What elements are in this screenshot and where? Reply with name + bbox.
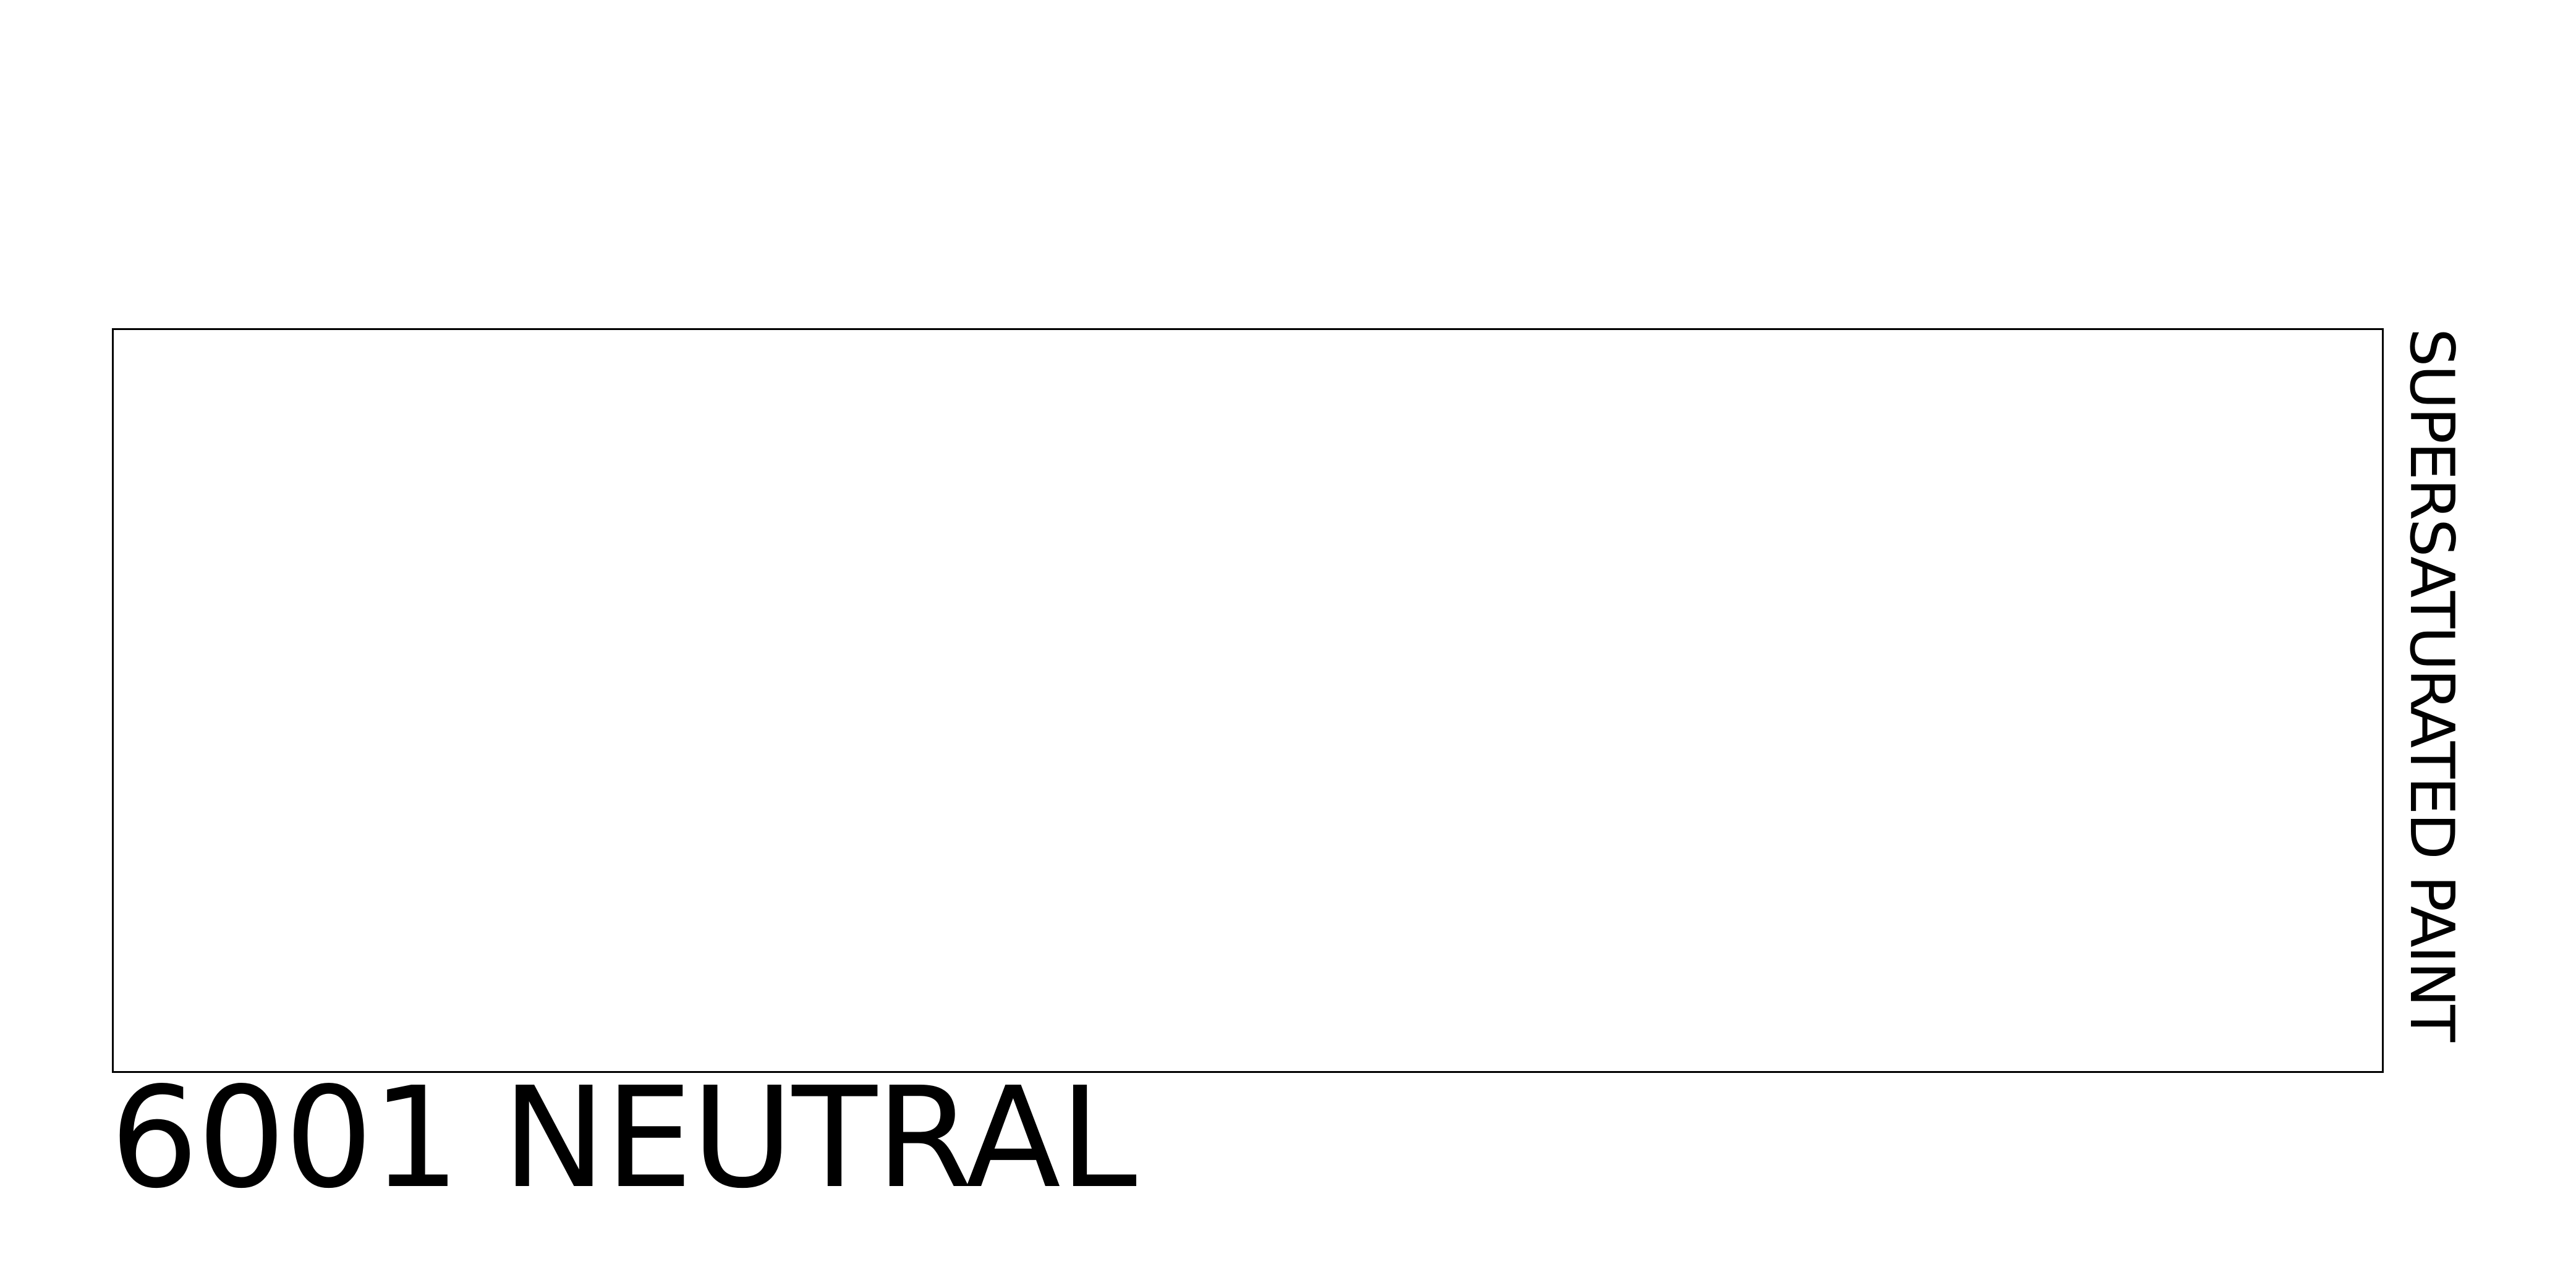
color-name-label: 6001 NEUTRAL	[110, 1057, 1137, 1219]
brand-vertical-label-container: SUPERSATURATED PAINT	[2396, 328, 2467, 1088]
brand-vertical-label: SUPERSATURATED PAINT	[2396, 328, 2467, 1040]
paint-color-swatch	[112, 328, 2384, 1073]
